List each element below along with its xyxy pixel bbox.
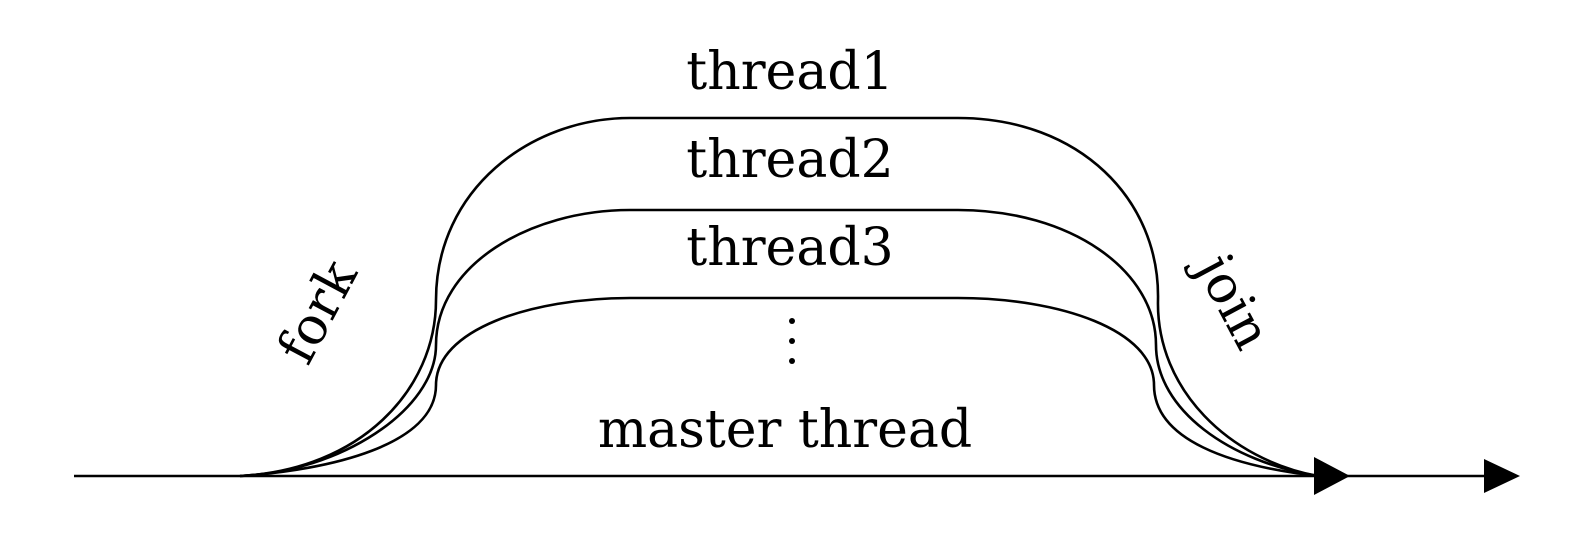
join-arrowhead: [1314, 457, 1350, 495]
thread1-label: thread1: [686, 42, 894, 102]
thread1-path: [239, 116, 1319, 478]
ellipsis-dot: [789, 338, 795, 344]
more-threads-ellipsis: [789, 318, 797, 366]
ellipsis-dot: [789, 358, 795, 364]
thread3-path: [239, 296, 1319, 478]
thread2-label: thread2: [686, 130, 894, 190]
thread3-label: thread3: [686, 218, 894, 278]
ellipsis-dot: [789, 318, 795, 324]
timeline-arrowhead: [1484, 459, 1520, 493]
master-thread-label: master thread: [597, 400, 973, 460]
thread2-path: [239, 208, 1319, 478]
